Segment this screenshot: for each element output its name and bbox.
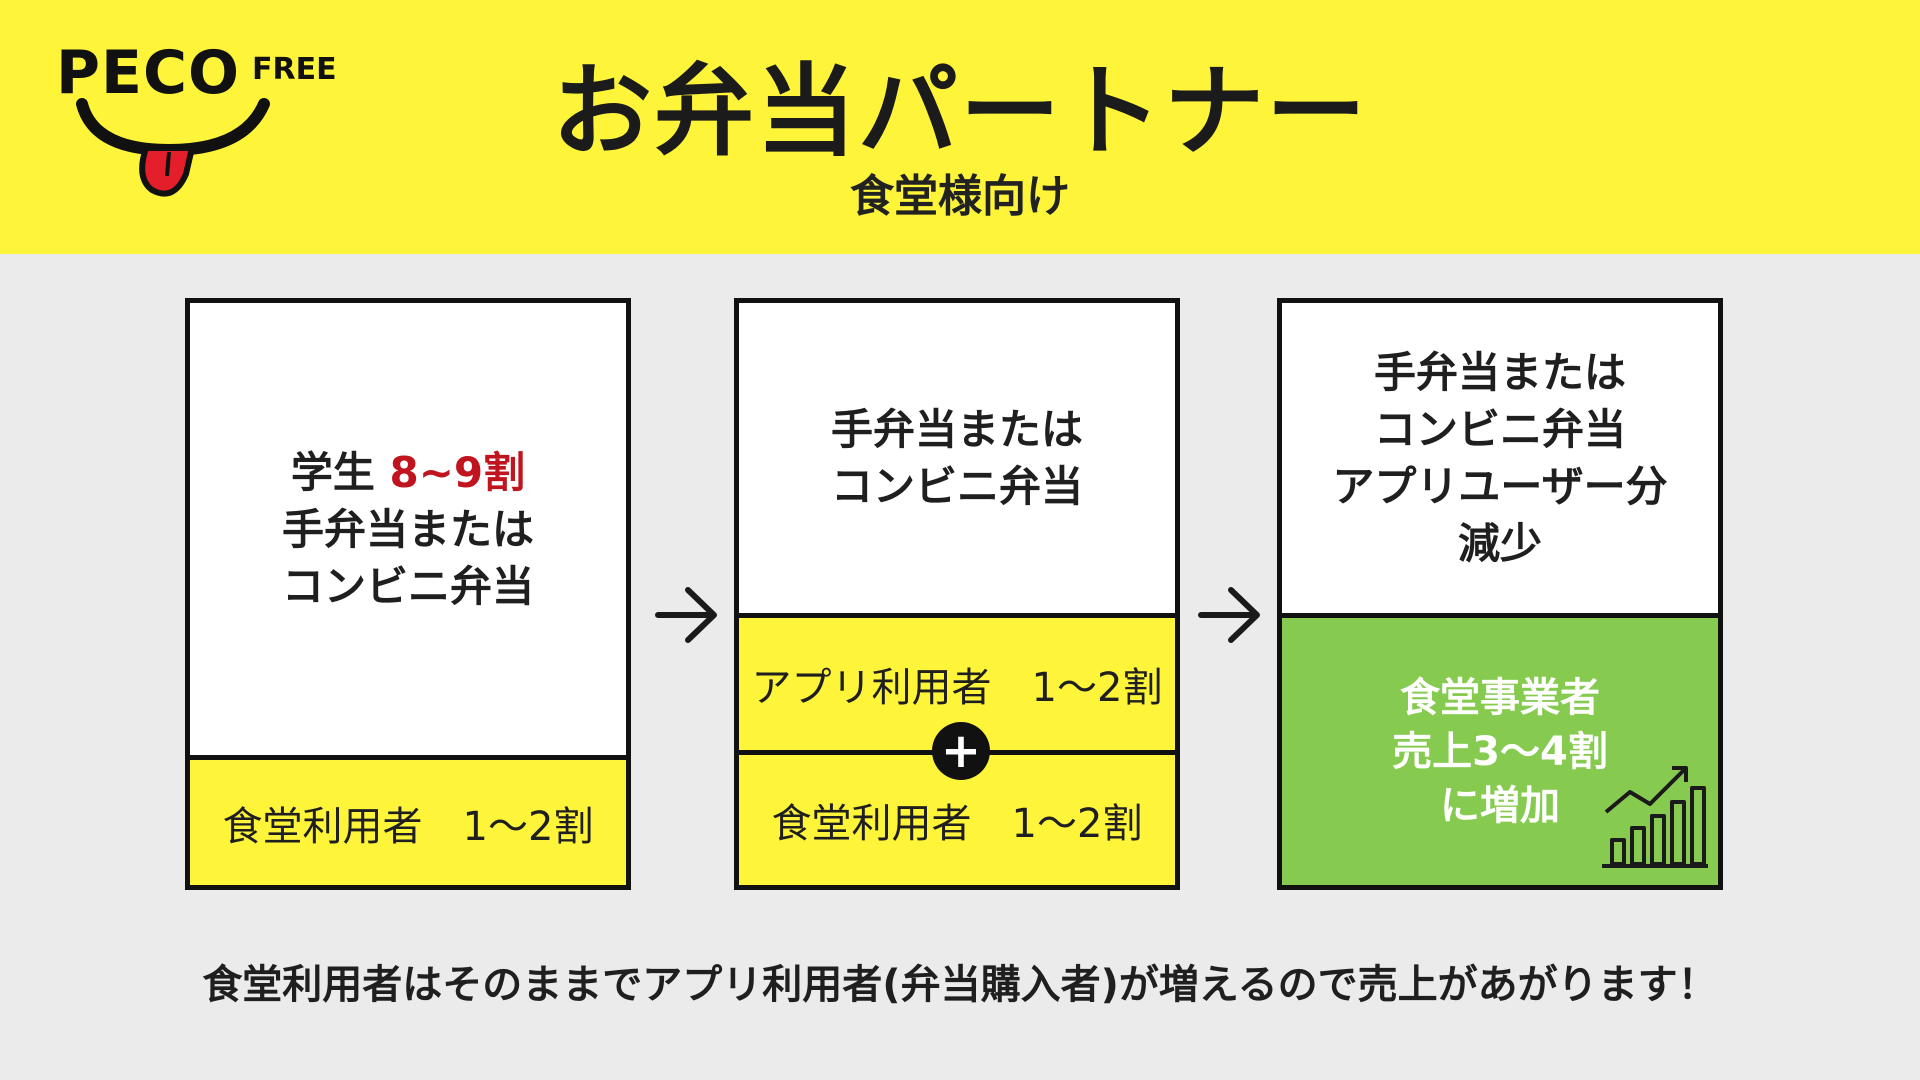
page-subtitle: 食堂様向け [850, 171, 1070, 222]
panel-3-band-line2: 売上3～4割 [1392, 728, 1608, 775]
panel-2-line2: コンビニ弁当 [830, 462, 1083, 511]
arrow-right-icon [1198, 587, 1260, 643]
logo-free: FREE [252, 52, 337, 87]
logo-mouth-icon [76, 98, 270, 197]
panel-3-line3: アプリユーザー分 [1332, 462, 1668, 511]
panel-3-text: 手弁当または コンビニ弁当 アプリユーザー分 減少 [1282, 303, 1718, 613]
panel-1-prefix: 学生 [290, 447, 390, 497]
page-title: お弁当パートナー [552, 53, 1368, 170]
logo-peco: PECO [56, 38, 240, 108]
panel-1-line3: コンビニ弁当 [281, 561, 534, 611]
panel-3-line4: 減少 [1457, 519, 1542, 568]
footer-message: 食堂利用者はそのままでアプリ利用者(弁当購入者)が増えるので売上があがります！ [202, 962, 1718, 1008]
panel-current: 学生 8~9割 手弁当または コンビニ弁当 食堂利用者 1～2割 [185, 298, 631, 890]
logo: PECO FREE [52, 38, 372, 198]
panel-1-line2: 手弁当または [281, 504, 534, 554]
panel-3-line2: コンビニ弁当 [1373, 405, 1626, 454]
panel-2-text: 手弁当または コンビニ弁当 [739, 303, 1175, 613]
panel-1-highlight: 8~9割 [389, 447, 526, 497]
panel-3-band: 食堂事業者 売上3～4割 に増加 [1282, 613, 1718, 885]
panel-2-line1: 手弁当または [830, 405, 1083, 454]
panel-3-line1: 手弁当または [1373, 348, 1626, 397]
arrow-right-icon [655, 587, 717, 643]
panel-with-app: 手弁当または コンビニ弁当 アプリ利用者 1～2割 食堂利用者 1～2割 [734, 298, 1180, 890]
panel-result: 手弁当または コンビニ弁当 アプリユーザー分 減少 食堂事業者 売上3～4割 に… [1277, 298, 1723, 890]
panel-3-band-line3: に増加 [1440, 782, 1560, 829]
panel-3-band-line1: 食堂事業者 [1400, 674, 1600, 721]
header: PECO FREE お弁当パートナー 食堂様向け [0, 0, 1920, 254]
panel-1-text: 学生 8~9割 手弁当または コンビニ弁当 [190, 303, 626, 755]
bar-chart-growth-icon [1602, 766, 1708, 868]
plus-icon: + [932, 722, 990, 780]
panel-1-band: 食堂利用者 1～2割 [190, 755, 626, 885]
